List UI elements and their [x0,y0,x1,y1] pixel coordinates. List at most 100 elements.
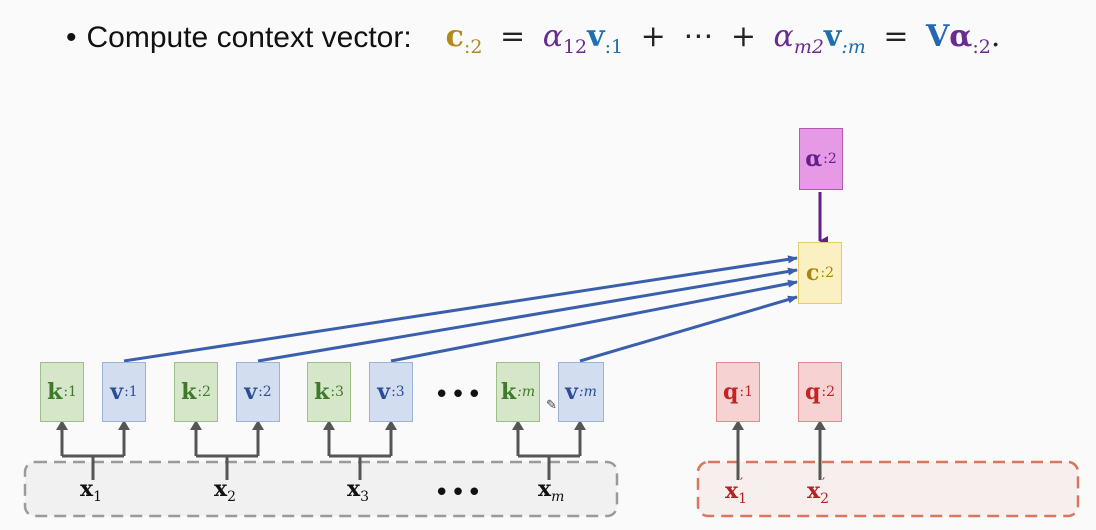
formula-plus-2: + [730,18,756,54]
key-3-sub: :3 [330,384,344,400]
input-x2-symbol: x [214,476,228,502]
formula-v1-sub: :1 [604,35,624,58]
input-x3-sub: 3 [360,489,370,505]
arrowhead-vm [574,420,586,430]
decoder-input-x2: x2′ [807,476,829,507]
key-box-1: k:1 [40,362,84,422]
arrow-v3-to-c [390,279,798,363]
formula-equals-1: = [500,18,526,54]
decoder-input-x1-sub: 1 [738,491,748,507]
input-xm: xm [538,476,564,505]
ellipsis-kv-row: ••• [434,380,484,410]
formula-vm: v [823,18,842,54]
formula-V-matrix: V [926,18,950,54]
decoder-input-x1-prime: ′ [740,476,744,492]
formula-plus-1: + [640,18,666,54]
key-2-symbol: k [181,379,197,405]
query-2-sub: :2 [821,384,835,400]
bullet-line: • Compute context vector: c:2 = α12v:1 +… [66,14,1000,62]
value-3-symbol: v [377,379,391,405]
formula-alpha-vec: α [949,18,973,54]
value-1-symbol: v [110,379,124,405]
context-sub: :2 [820,265,835,281]
input-x2: x2 [214,476,236,505]
formula-alpha-12-sub: 12 [562,35,588,58]
key-box-m: k:m [496,362,540,422]
fork-x3 [327,428,393,480]
formula-alpha-m2: α [773,18,794,54]
formula-vm-sub: :m [841,35,866,58]
query-1-sub: :1 [739,384,753,400]
value-2-symbol: v [244,379,258,405]
bullet-marker: • [66,21,77,54]
arrowhead-k3 [323,420,335,430]
formula-lhs: c [445,18,464,54]
query-2-symbol: q [804,379,821,405]
value-2-sub: :2 [258,384,272,400]
value-box-2: v:2 [236,362,280,422]
alpha-symbol: α [805,146,823,172]
decoder-input-x2-prime: ′ [822,476,826,492]
value-m-symbol: v [565,379,578,405]
value-m-sub: :m [578,384,597,400]
context-symbol: c [805,260,820,286]
decoder-input-x2-sub: 2 [820,491,830,507]
alpha-sub: :2 [823,151,837,167]
formula-alpha-12: α [542,18,563,54]
arrowhead-k2 [190,420,202,430]
input-x2-sub: 2 [227,489,237,505]
decoder-input-container [696,460,1080,518]
arrowhead-k1 [56,420,68,430]
alpha-box: α:2 [799,128,843,190]
arrow-vm-to-c [579,295,798,363]
decoder-input-x1: x1′ [725,476,747,507]
decoder-input-x1-symbol: x [725,478,739,504]
formula-alpha-vec-sub: :2 [972,35,991,58]
key-1-sub: :1 [63,384,77,400]
query-1-symbol: q [722,379,739,405]
value-1-sub: :1 [124,384,138,400]
formula-equals-2: = [883,18,909,54]
fork-xm [516,428,582,480]
key-1-symbol: k [47,379,63,405]
decoder-input-x2-symbol: x [807,478,821,504]
value-box-m: v:m [558,362,604,422]
query-box-2: q:2 [798,362,842,422]
value-box-3: v:3 [369,362,413,422]
formula-alpha-m2-sub: m2 [793,35,824,58]
encoder-input-container [23,460,619,518]
input-x3: x3 [347,476,369,505]
context-vector-formula: c:2 = α12v:1 + ⋯ + αm2v:m = Vα:2. [446,19,1001,58]
bullet-text: Compute context vector: [86,21,412,54]
input-x1-symbol: x [80,476,94,502]
value-box-1: v:1 [102,362,146,422]
value-3-sub: :3 [391,384,405,400]
input-x3-symbol: x [347,476,361,502]
ellipsis-inputs: ••• [434,478,484,508]
formula-v1: v [587,18,605,54]
arrowhead-q1 [732,420,744,430]
formula-lhs-sub: :2 [463,35,483,58]
formula-ellipsis: ⋯ [683,18,714,54]
input-xm-symbol: x [538,476,552,502]
pencil-cursor-icon: ✎ [546,398,557,413]
arrow-v1-to-c [123,255,798,363]
arrowhead-v2 [252,420,264,430]
arrowhead-q2 [814,420,826,430]
formula-period: . [990,18,1001,54]
key-box-2: k:2 [174,362,218,422]
arrowhead-v3 [385,420,397,430]
query-box-1: q:1 [716,362,760,422]
key-box-3: k:3 [307,362,351,422]
fork-x1 [60,428,126,480]
key-m-sub: :m [517,384,536,400]
arrowhead-v1 [118,420,130,430]
key-3-symbol: k [314,379,330,405]
key-m-symbol: k [500,379,517,405]
fork-x2 [194,428,260,480]
input-x1-sub: 1 [93,489,103,505]
input-xm-sub: m [551,489,565,505]
arrow-v2-to-c [257,267,798,363]
input-x1: x1 [80,476,102,505]
